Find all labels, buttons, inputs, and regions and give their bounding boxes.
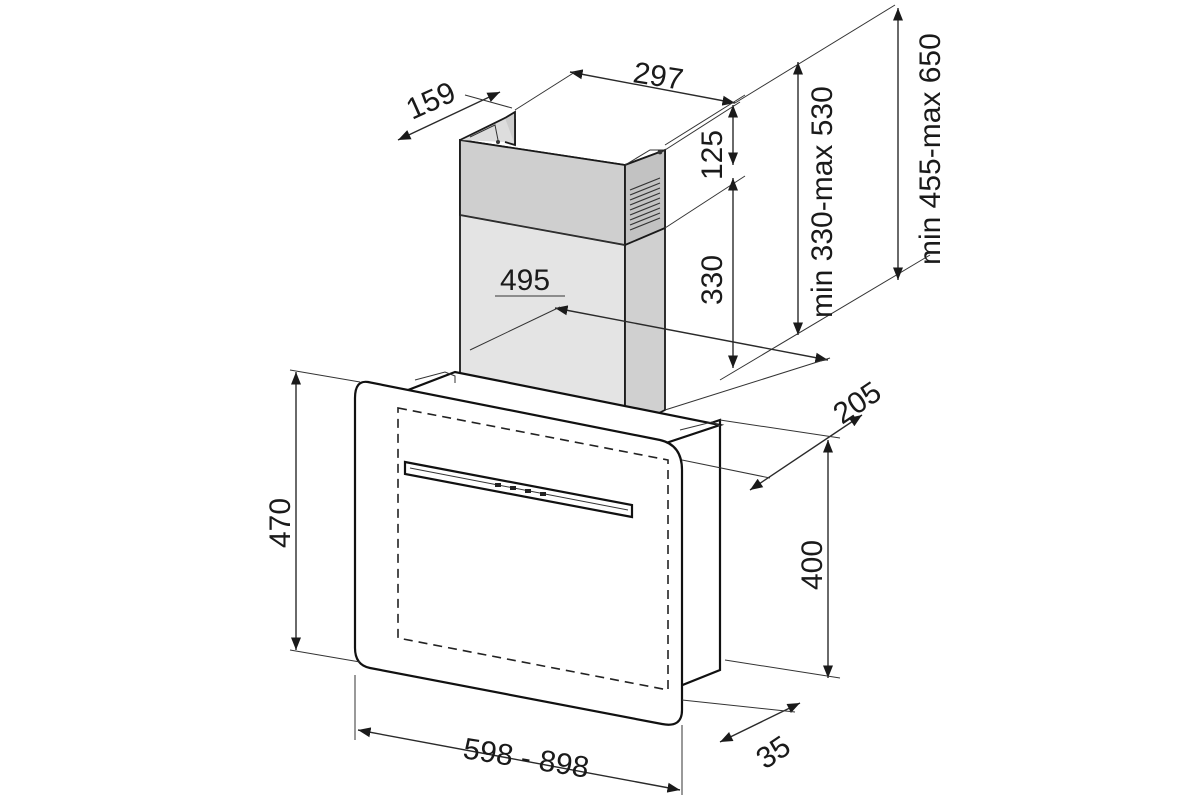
dim-height-range-2: min 455-max 650: [914, 33, 947, 265]
dim-depth-top: 159: [401, 76, 460, 127]
dim-depth-hood: 205: [827, 375, 887, 430]
dim-width-top: 297: [631, 56, 686, 96]
dimension-lines: [289, 4, 931, 795]
control-buttons: [495, 483, 546, 496]
dim-height-body: 400: [796, 540, 829, 590]
dim-width: 598 - 898: [461, 732, 591, 784]
hood-body: [353, 370, 725, 726]
dim-height-glass: 470: [264, 498, 297, 548]
dim-chimney-upper: 125: [696, 130, 729, 180]
dim-thickness: 35: [750, 730, 796, 776]
vent-grille: [629, 177, 661, 231]
dim-height-range-1: min 330-max 530: [806, 86, 839, 318]
dim-depth-overall: 495: [500, 264, 550, 297]
dim-chimney-lower: 330: [696, 255, 729, 305]
